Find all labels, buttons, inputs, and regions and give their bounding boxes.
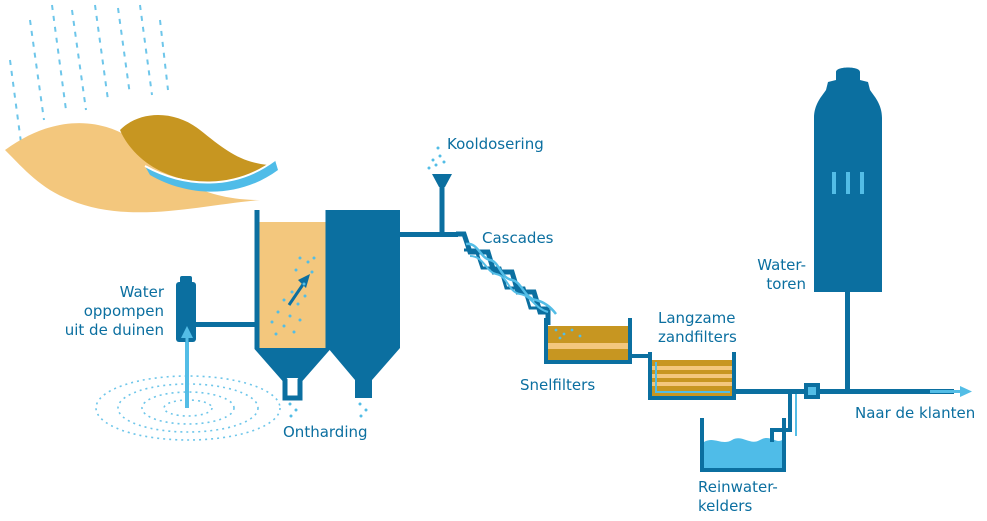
label-water-tower-line-2: toren (766, 275, 806, 293)
label-cascades: Cascades (482, 229, 554, 247)
cascades (456, 231, 557, 325)
rapid-filter-tank (544, 318, 632, 364)
clean-water-cellar (700, 394, 797, 472)
label-water-pump-line-3: uit de duinen (64, 321, 164, 339)
label-carbon-dosing: Kooldosering (447, 135, 544, 153)
label-slow-sand-filters: Langzame zandfilters (658, 309, 737, 347)
slow-sand-filter-tank (648, 352, 736, 400)
pipe-well-softening (196, 322, 260, 327)
dunes (5, 115, 278, 213)
label-rapid-filters: Snelfilters (520, 376, 596, 394)
carbon-dosing (427, 146, 452, 234)
arrow-to-customers (930, 386, 972, 397)
well-pump (176, 276, 196, 408)
pipe-softening-cascades (400, 232, 458, 237)
label-water-tower: Water- toren (730, 256, 806, 294)
label-clean-water-cellars-line-2: kelders (698, 497, 753, 515)
label-slow-sand-filters-line-2: zandfilters (658, 328, 737, 346)
softening-tank-1 (254, 210, 331, 418)
label-to-customers: Naar de klanten (855, 404, 976, 422)
label-clean-water-cellars-line-1: Reinwater- (698, 478, 778, 496)
label-water-pump-line-2: oppompen (83, 302, 164, 320)
label-slow-sand-filters-line-1: Langzame (658, 309, 736, 327)
softening-tank-2 (328, 210, 400, 418)
label-water-tower-line-1: Water- (757, 256, 806, 274)
label-water-pump-line-1: Water (119, 283, 164, 301)
rain (9, 4, 169, 151)
label-softening: Ontharding (283, 423, 368, 441)
label-water-pump: Water oppompen uit de duinen (40, 283, 164, 340)
water-tower (814, 67, 882, 390)
pipe-main-line (734, 389, 954, 394)
label-clean-water-cellars: Reinwater- kelders (698, 478, 778, 516)
pump-station-inner (808, 387, 816, 395)
